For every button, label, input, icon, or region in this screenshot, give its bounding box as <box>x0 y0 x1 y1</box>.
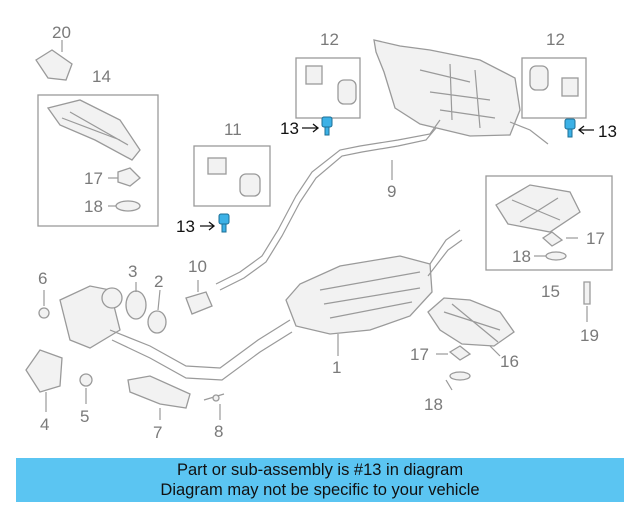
pipe-flange <box>101 287 123 309</box>
callout-4: 4 <box>40 415 49 434</box>
callout-19: 19 <box>580 326 599 345</box>
callout-5: 5 <box>80 407 89 426</box>
gasket-2[interactable] <box>147 310 167 334</box>
info-banner: Part or sub-assembly is #13 in diagram D… <box>16 458 624 502</box>
callout-13-top: 13 <box>280 119 299 138</box>
callout-10: 10 <box>188 257 207 276</box>
washer-17-right[interactable] <box>541 231 564 247</box>
hanger-11-b[interactable] <box>239 173 261 197</box>
callout-6: 6 <box>38 269 47 288</box>
clamp-10[interactable] <box>185 291 213 315</box>
callout-9: 9 <box>387 182 396 201</box>
exhaust-parts-diagram: 20 14 17 18 11 12 12 13 13 13 9 17 18 15… <box>25 23 617 442</box>
callout-11: 11 <box>224 120 242 139</box>
washer-18-bottom[interactable] <box>449 371 471 381</box>
bolt-19[interactable] <box>583 281 591 305</box>
callout-17-right: 17 <box>586 229 605 248</box>
washer-17-bottom[interactable] <box>448 345 472 361</box>
callout-18-left: 18 <box>84 197 103 216</box>
callout-17-left: 17 <box>84 169 103 188</box>
washer-18-right[interactable] <box>545 251 567 261</box>
callout-3: 3 <box>128 262 137 281</box>
bracket-20[interactable] <box>35 49 73 81</box>
callout-8: 8 <box>214 422 223 441</box>
fastener-13-right[interactable] <box>564 118 576 138</box>
bolt-5[interactable] <box>79 373 93 387</box>
banner-line-2: Diagram may not be specific to your vehi… <box>160 481 480 499</box>
hanger-12-d[interactable] <box>561 77 579 97</box>
group-box-11 <box>193 145 271 207</box>
arrow-13-right <box>577 125 594 135</box>
rear-muffler[interactable] <box>373 39 521 137</box>
group-box-14 <box>37 94 159 227</box>
callout-1: 1 <box>332 358 341 377</box>
callout-15: 15 <box>541 282 560 301</box>
callout-16: 16 <box>500 352 519 371</box>
hanger-12-b[interactable] <box>337 79 357 105</box>
washer-18-top[interactable] <box>115 200 141 212</box>
gasket-7[interactable] <box>127 375 191 409</box>
hanger-11-a[interactable] <box>207 157 227 175</box>
callout-13-left: 13 <box>176 217 195 236</box>
arrow-13-top <box>302 123 320 133</box>
center-muffler[interactable] <box>285 255 433 335</box>
hanger-12-c[interactable] <box>529 65 549 91</box>
heat-shield-16[interactable] <box>427 297 515 347</box>
callout-18-bottom: 18 <box>424 395 443 414</box>
callout-14: 14 <box>92 67 111 86</box>
group-box-12-right <box>521 57 587 119</box>
callout-12-left: 12 <box>320 30 339 49</box>
callout-12-right: 12 <box>546 30 565 49</box>
fastener-13-top[interactable] <box>321 116 333 136</box>
callout-13-right: 13 <box>598 122 617 141</box>
bolt-8[interactable] <box>212 394 220 402</box>
callout-20: 20 <box>52 23 71 42</box>
callout-18-right: 18 <box>512 247 531 266</box>
callout-2: 2 <box>154 272 163 291</box>
bracket-4[interactable] <box>25 349 63 393</box>
hanger-12-a[interactable] <box>305 65 323 85</box>
group-box-15 <box>485 175 613 271</box>
arrow-13-left <box>200 221 216 231</box>
callout-7: 7 <box>153 423 162 442</box>
nut-6[interactable] <box>38 307 50 319</box>
washer-17-top[interactable] <box>117 167 141 187</box>
fastener-13-left[interactable] <box>218 213 230 233</box>
banner-line-1: Part or sub-assembly is #13 in diagram <box>176 461 464 479</box>
heat-shield-15[interactable] <box>495 184 581 233</box>
callout-17-bottom: 17 <box>410 345 429 364</box>
gasket-3[interactable] <box>125 290 147 320</box>
